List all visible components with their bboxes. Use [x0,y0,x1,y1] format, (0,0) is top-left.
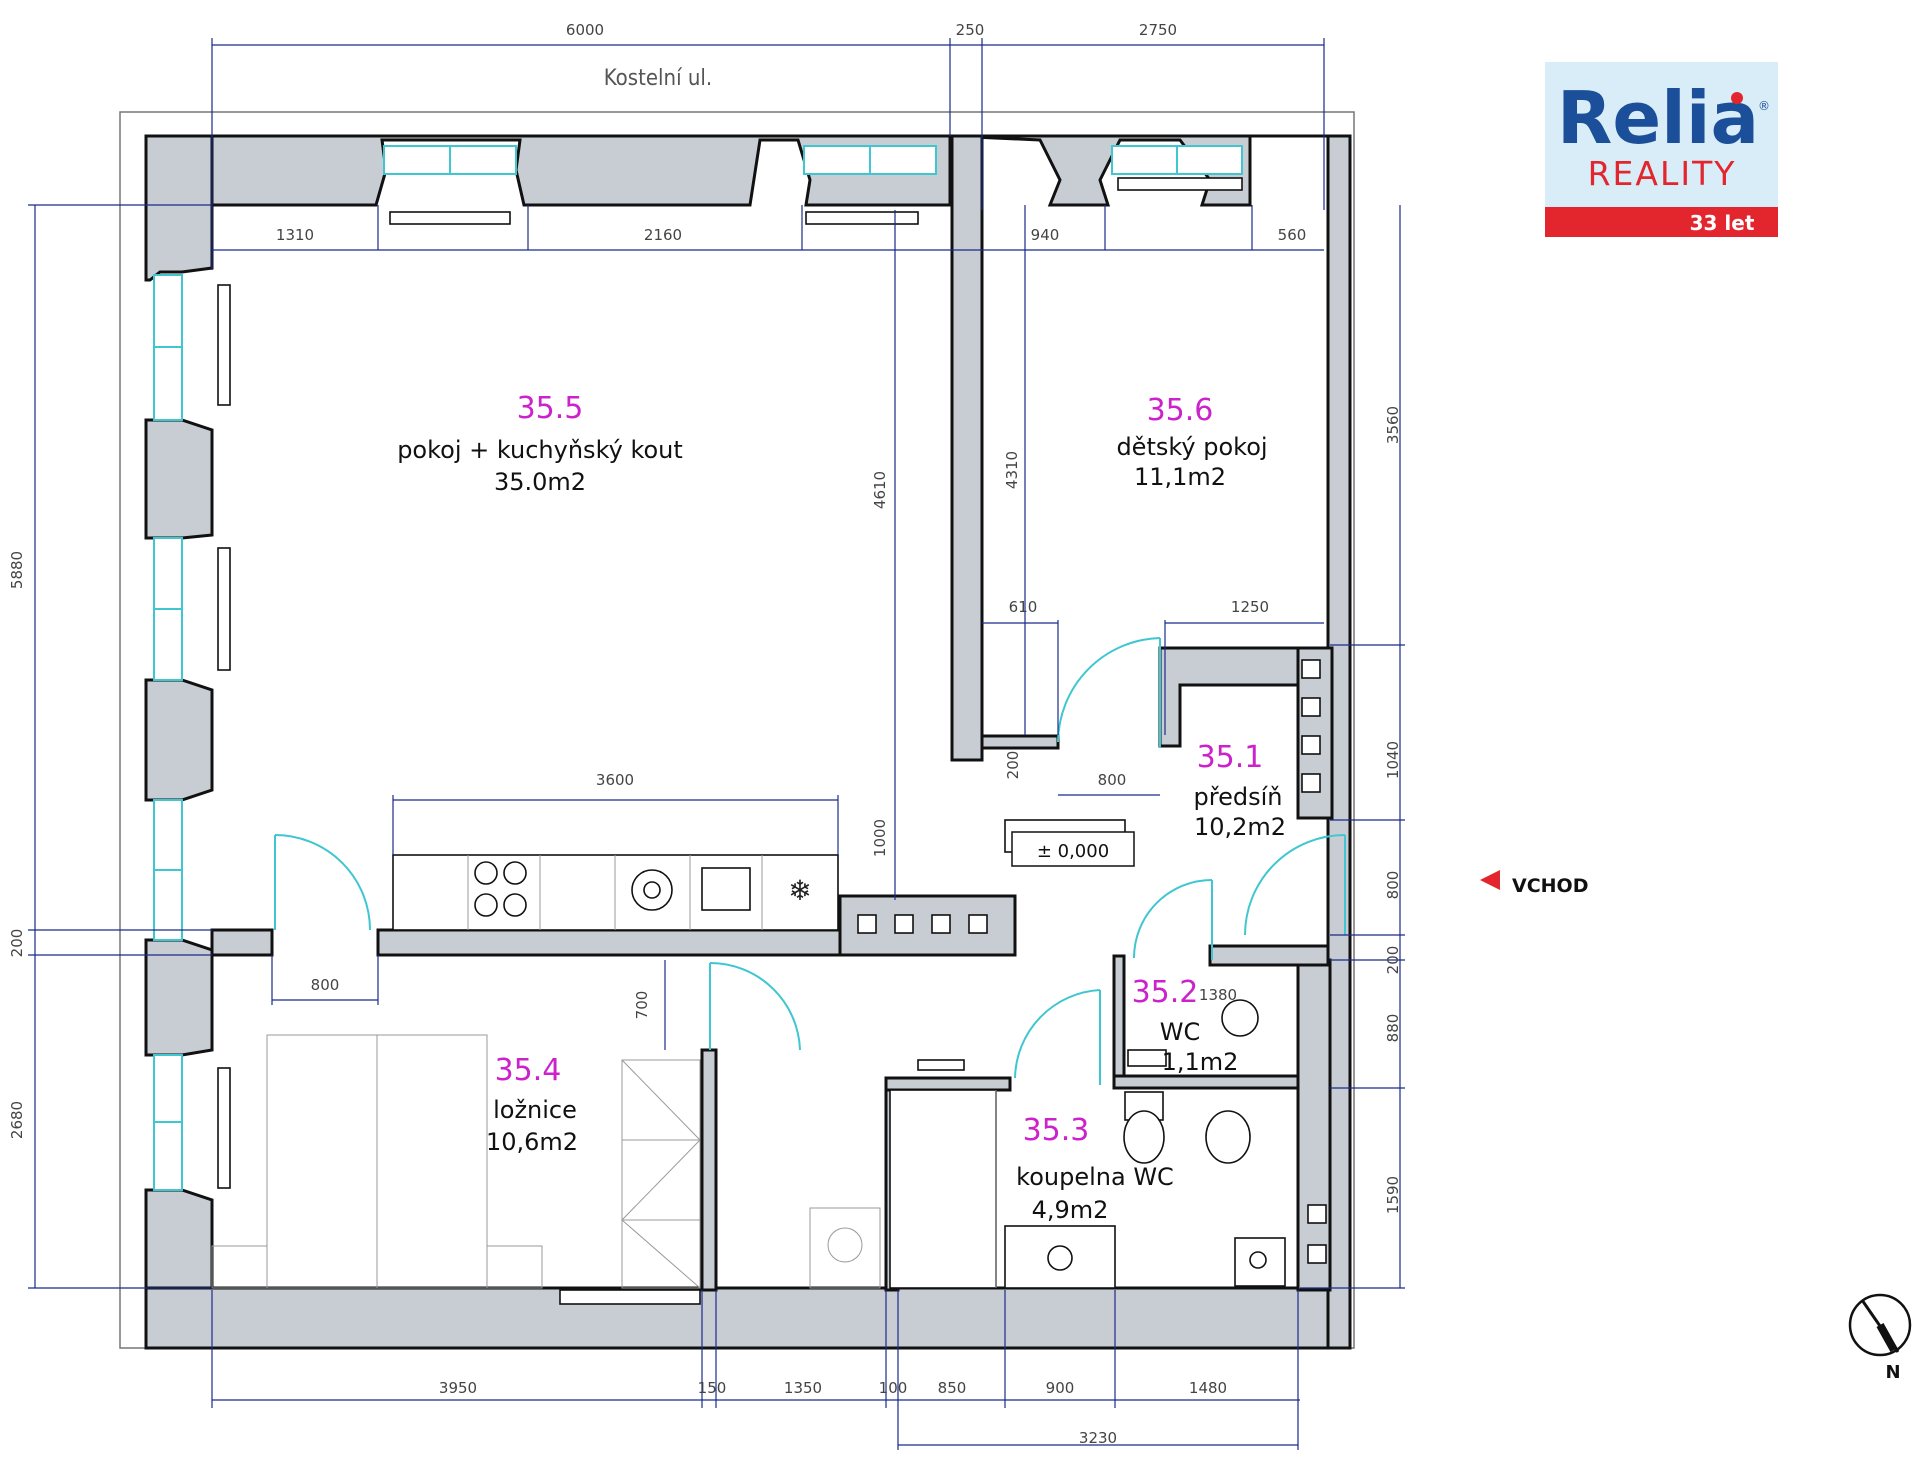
svg-text:2160: 2160 [644,226,682,244]
room-name-35-5: pokoj + kuchyňský kout [397,436,683,464]
svg-text:800: 800 [1098,771,1127,789]
dimension-labels: 6000 250 2750 1310 2160 940 560 5880 200… [8,21,1402,1447]
svg-text:❄: ❄ [788,874,811,907]
walls [144,134,1352,1350]
svg-text:1380: 1380 [1199,986,1237,1004]
svg-text:100: 100 [879,1379,908,1397]
svg-text:1480: 1480 [1189,1379,1227,1397]
room-area-35-2: 1,1m2 [1162,1048,1239,1076]
room-labels: 35.5 pokoj + kuchyňský kout 35.0m2 35.6 … [397,391,1286,1224]
room-area-35-4: 10,6m2 [486,1128,578,1156]
room-area-35-5: 35.0m2 [494,468,586,496]
room-name-35-3: koupelna WC [1016,1163,1174,1191]
svg-text:3230: 3230 [1079,1429,1117,1447]
svg-text:250: 250 [956,21,985,39]
entrance-label: VCHOD [1512,875,1588,897]
street-label: Kostelní ul. [604,66,712,91]
room-name-35-4: ložnice [493,1096,577,1124]
svg-text:3950: 3950 [439,1379,477,1397]
level-box [1011,831,1135,867]
svg-text:1000: 1000 [871,819,889,857]
svg-text:1040: 1040 [1384,741,1402,779]
dimension-lines [28,38,1405,1450]
svg-text:200: 200 [1384,946,1402,975]
svg-text:200: 200 [1004,751,1022,780]
svg-text:1310: 1310 [276,226,314,244]
svg-text:6000: 6000 [566,21,604,39]
room-id-35-5: 35.5 [517,391,584,426]
svg-text:5880: 5880 [8,551,26,589]
svg-text:3560: 3560 [1384,406,1402,444]
room-area-35-1: 10,2m2 [1194,813,1286,841]
room-name-35-2: WC [1160,1018,1201,1046]
svg-text:560: 560 [1278,226,1307,244]
svg-text:4610: 4610 [871,471,889,509]
svg-text:1350: 1350 [784,1379,822,1397]
relia-logo: Relia ® REALITY 33 let [1545,62,1778,237]
windows [153,145,1243,1305]
svg-text:850: 850 [938,1379,967,1397]
svg-text:880: 880 [1384,1014,1402,1043]
room-id-35-6: 35.6 [1147,393,1214,428]
svg-text:3600: 3600 [596,771,634,789]
doors [274,637,1346,1085]
room-id-35-1: 35.1 [1197,740,1264,775]
svg-text:800: 800 [311,976,340,994]
room-name-35-6: dětský pokoj [1116,433,1267,461]
compass-icon: N [1848,1293,1912,1383]
logo-brand: Relia [1557,76,1759,160]
svg-text:700: 700 [633,991,651,1020]
svg-text:900: 900 [1046,1379,1075,1397]
logo-years: 33 let [1690,211,1755,235]
room-id-35-4: 35.4 [495,1053,562,1088]
svg-text:610: 610 [1009,598,1038,616]
svg-text:4310: 4310 [1003,451,1021,489]
level-label: ± 0,000 [1037,841,1109,862]
svg-text:150: 150 [698,1379,727,1397]
room-area-35-6: 11,1m2 [1134,463,1226,491]
fixtures: ❄ [211,659,1327,1289]
entrance-arrow-icon [1480,870,1500,890]
north-label: N [1885,1362,1900,1383]
svg-text:1590: 1590 [1384,1176,1402,1214]
room-name-35-1: předsíň [1194,783,1283,811]
svg-text:2750: 2750 [1139,21,1177,39]
svg-text:200: 200 [8,929,26,958]
logo-sub: REALITY [1588,154,1737,193]
svg-text:800: 800 [1384,871,1402,900]
svg-text:®: ® [1758,99,1770,113]
room-id-35-2: 35.2 [1132,975,1199,1010]
room-area-35-3: 4,9m2 [1032,1196,1109,1224]
svg-text:940: 940 [1031,226,1060,244]
room-id-35-3: 35.3 [1023,1113,1090,1148]
svg-text:2680: 2680 [8,1101,26,1139]
svg-text:1250: 1250 [1231,598,1269,616]
